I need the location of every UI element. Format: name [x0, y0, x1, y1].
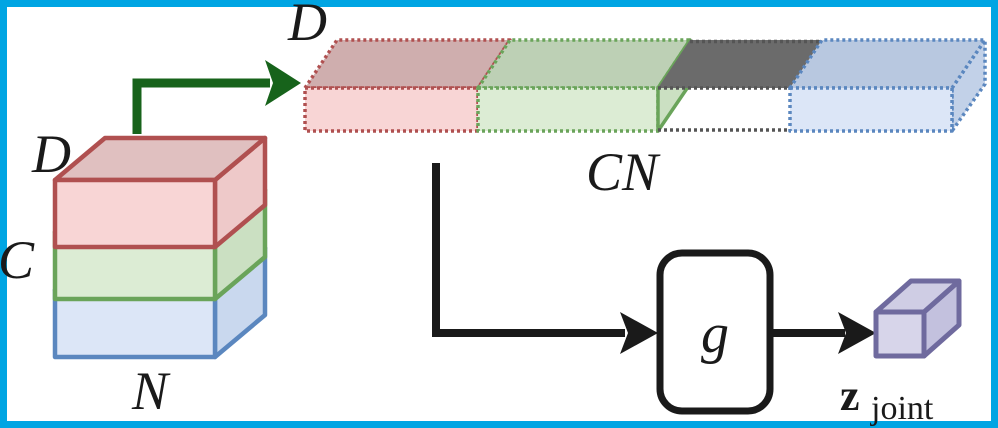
- stack-label-C: C: [0, 230, 35, 290]
- flatten-arrow-shaft: [132, 78, 270, 134]
- g-to-z-arrow: [770, 312, 876, 354]
- bar-to-g-arrow-shaft: [432, 163, 625, 337]
- bar-label-CN: CN: [586, 142, 661, 202]
- z-joint-cuboid-front: [873, 309, 927, 359]
- flatten-arrow-head: [265, 60, 301, 106]
- bar-segment-gap-top: [658, 40, 822, 88]
- flattened-concatenated-bar: [303, 38, 987, 133]
- function-g-label: g: [701, 303, 729, 365]
- bar-segment-green-front: [476, 86, 660, 133]
- z-joint-label-main: z: [840, 371, 860, 420]
- flatten-arrow: [132, 60, 301, 134]
- bar-segment-blue: [788, 38, 987, 133]
- bar-segment-gap: [658, 39, 822, 132]
- input-feature-stack: [52, 135, 268, 360]
- bar-segment-blue-front: [788, 86, 954, 133]
- bar-segment-red-top: [303, 38, 512, 90]
- stack-layer-red: [52, 135, 268, 250]
- bar-label-D: D: [287, 0, 327, 52]
- bar-to-g-arrow-head: [620, 312, 658, 354]
- bar-segment-green: [476, 38, 692, 133]
- z-joint-label: z joint: [840, 371, 934, 427]
- z-joint-cuboid: [873, 278, 962, 359]
- z-joint-label-sub: joint: [870, 390, 934, 427]
- bar-segment-blue-top: [788, 38, 987, 90]
- stack-layer-red-front: [52, 177, 218, 250]
- bar-to-g-arrow: [432, 163, 658, 354]
- bar-segment-green-top: [476, 38, 692, 90]
- stack-label-D: D: [31, 124, 71, 184]
- bar-segment-red-front: [303, 86, 480, 133]
- stack-label-N: N: [131, 361, 171, 421]
- g-to-z-arrow-head: [838, 312, 876, 354]
- function-g-box[interactable]: g: [656, 249, 774, 415]
